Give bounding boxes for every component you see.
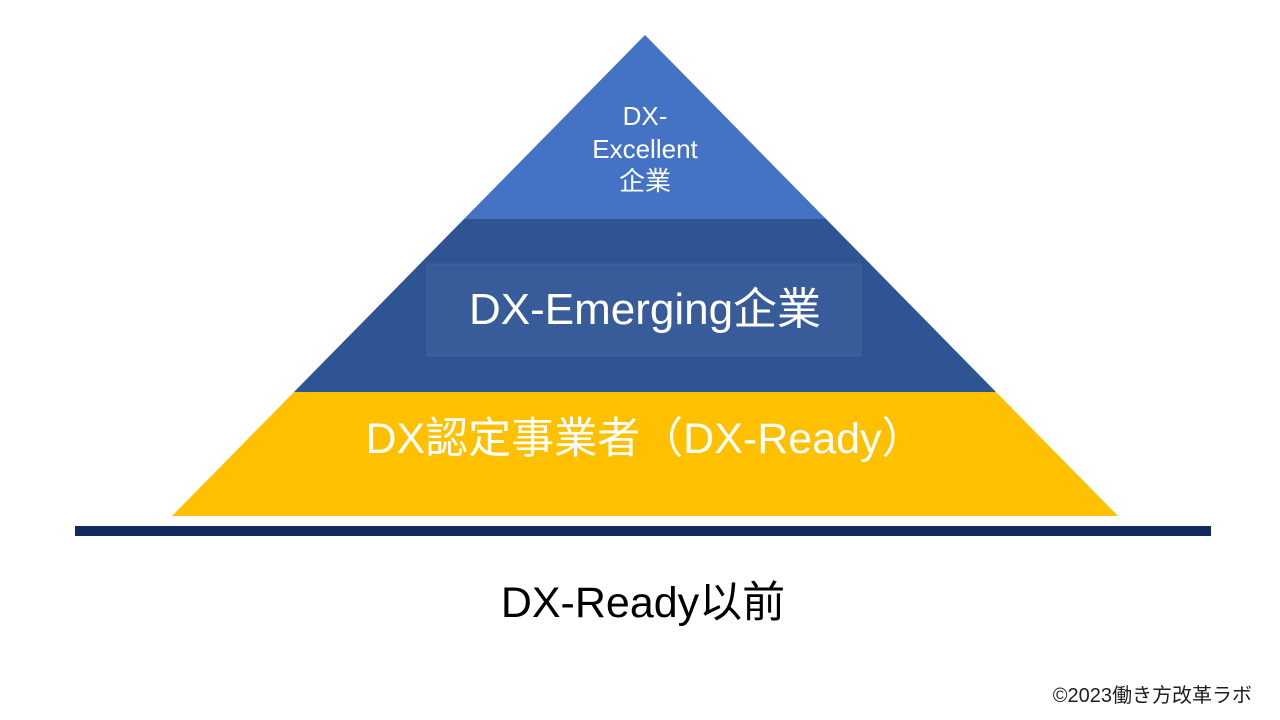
copyright-text: ©2023働き方改革ラボ bbox=[1052, 685, 1252, 707]
tier-label-dx-ready: DX認定事業者（DX-Ready） bbox=[365, 415, 925, 463]
pyramid-tier-bottom-shape bbox=[172, 392, 1118, 516]
tier-label-dx-emerging: DX-Emerging企業 bbox=[468, 285, 822, 334]
baseline-divider bbox=[75, 526, 1211, 536]
baseline-label: DX-Ready以前 bbox=[500, 579, 786, 627]
pyramid-tier-top-shape bbox=[464, 35, 826, 219]
pyramid-tier-middle-shape bbox=[294, 219, 996, 392]
middle-label-backplate bbox=[426, 263, 862, 357]
tier-label-dx-excellent: DX- Excellent 企業 bbox=[592, 101, 698, 196]
